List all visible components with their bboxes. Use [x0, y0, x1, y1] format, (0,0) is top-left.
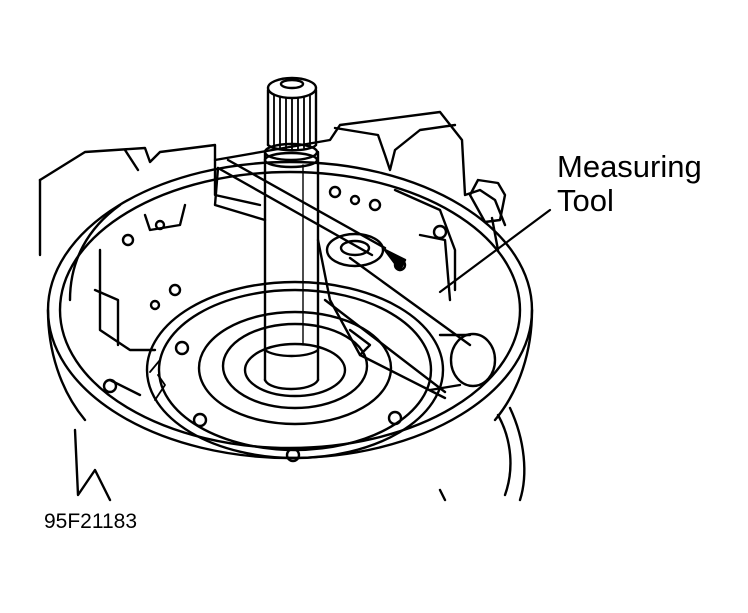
clutch-pack	[145, 280, 445, 463]
figure-id: 95F21183	[44, 510, 138, 533]
transmission-housing	[38, 110, 526, 502]
measuring-tool	[213, 158, 497, 400]
measuring-tool-label: Measuring Tool	[557, 150, 702, 218]
case-interior	[68, 158, 457, 397]
callout-line-1: Measuring	[557, 149, 702, 184]
input-shaft	[263, 76, 320, 391]
callout-leader	[438, 208, 552, 294]
drum-rim	[46, 160, 534, 460]
callout-line-2: Tool	[557, 183, 614, 218]
